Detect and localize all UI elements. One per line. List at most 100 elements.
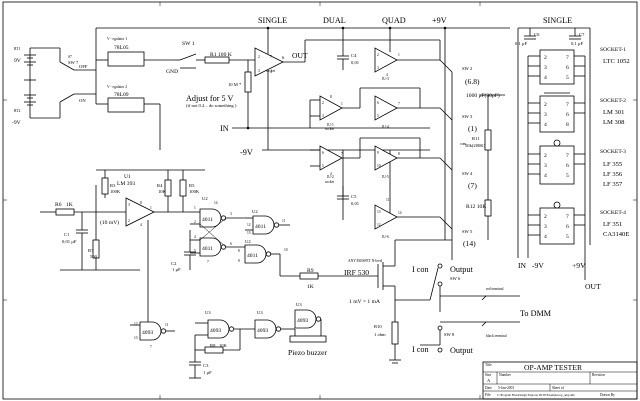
sw6-label: SW 6 bbox=[450, 276, 461, 281]
quad-d-ref: IU-6 bbox=[382, 235, 389, 239]
revision-label: Revision bbox=[592, 373, 605, 377]
number-label: Number bbox=[499, 373, 512, 377]
svg-text:14: 14 bbox=[398, 211, 402, 215]
svg-text:3: 3 bbox=[544, 112, 547, 118]
svg-text:11: 11 bbox=[386, 198, 390, 202]
red-terminal-label: red terminal bbox=[486, 287, 503, 291]
svg-text:11: 11 bbox=[282, 219, 286, 223]
r3-value: 100K bbox=[110, 189, 121, 194]
regulator-78l09: V - egulator 2 78L09 bbox=[95, 28, 161, 150]
svg-text:2: 2 bbox=[377, 53, 379, 57]
gnd-label: GND bbox=[166, 69, 178, 75]
minus9v-bus: -9V bbox=[240, 148, 430, 220]
svg-text:11: 11 bbox=[165, 323, 169, 327]
sw-com-label: com bbox=[460, 142, 466, 146]
svg-text:7: 7 bbox=[341, 152, 343, 156]
sw7-off-label: OFF bbox=[79, 64, 88, 69]
single-right-heading: SINGLE bbox=[543, 16, 572, 25]
svg-text:12: 12 bbox=[377, 223, 381, 227]
r10-value: 1 ohm bbox=[374, 332, 386, 337]
svg-text:13: 13 bbox=[134, 336, 138, 340]
socket2-part-2: LM 308 bbox=[603, 119, 625, 126]
svg-text:2: 2 bbox=[544, 153, 547, 159]
comparator-u1: 32 84 1 U1 LM 393 bbox=[117, 174, 190, 227]
c1-label: C1 bbox=[64, 232, 70, 237]
plus9v-bus bbox=[96, 26, 510, 240]
svg-text:4: 4 bbox=[386, 73, 388, 77]
svg-text:4: 4 bbox=[544, 173, 547, 179]
r5-label: R5 bbox=[189, 183, 195, 188]
svg-text:4: 4 bbox=[330, 172, 332, 176]
svg-text:8: 8 bbox=[238, 249, 240, 253]
reg1-ref: V - egulator 1 bbox=[107, 37, 127, 41]
capacitor-c5: C5 0,01 bbox=[337, 186, 360, 207]
title-block: Title OP-AMP TESTER Size A Number Revisi… bbox=[482, 361, 638, 400]
to-dmm-label: To DMM bbox=[520, 309, 552, 318]
quad-heading: QUAD bbox=[382, 16, 406, 25]
socket2-part-1: LM 301 bbox=[603, 109, 624, 116]
socket-out-label: OUT bbox=[585, 282, 601, 291]
c2-label: C2 bbox=[171, 261, 177, 266]
sw5-label: SW 5 bbox=[462, 229, 473, 234]
socket-2: 234 768 SOCKET-2 LM 301 LM 308 bbox=[528, 92, 626, 133]
quad-opamp-c: 910 8 IU-5 bbox=[374, 145, 420, 179]
svg-text:1: 1 bbox=[194, 206, 196, 210]
switch-sw1: SW 1 GND bbox=[166, 41, 197, 75]
title-text: OP-AMP TESTER bbox=[524, 363, 583, 372]
date-label: Date bbox=[485, 386, 492, 390]
bt1-label: BT1 bbox=[14, 47, 21, 51]
svg-text:7: 7 bbox=[566, 55, 569, 61]
socket2-label: SOCKET-2 bbox=[600, 98, 626, 104]
socket-minus9v-label: -9V bbox=[532, 261, 544, 270]
socket-in-label: IN bbox=[518, 261, 527, 270]
decoupling-caps: C6 0,1 µF C7 0,1 µF bbox=[515, 27, 591, 245]
svg-text:1: 1 bbox=[341, 102, 343, 106]
socket3-part-1: LF 355 bbox=[603, 161, 623, 168]
capacitor-c2: C2 1 µF bbox=[171, 230, 196, 272]
opamp-single-socket: 23 74 6 socket OUT bbox=[254, 44, 308, 150]
svg-text:4011: 4011 bbox=[255, 224, 266, 230]
svg-text:3: 3 bbox=[128, 203, 130, 207]
c6-label: C6 bbox=[534, 32, 540, 37]
bt2-label: BT2 bbox=[14, 109, 21, 113]
socket1-part: LTC 1052 bbox=[603, 58, 630, 65]
r6-label: R6 bbox=[55, 202, 62, 208]
title-label: Title bbox=[485, 363, 492, 367]
r5-value: 100K bbox=[189, 189, 200, 194]
sw4-label: SW 4 bbox=[462, 171, 473, 176]
zone-ticks bbox=[3, 2, 637, 399]
svg-text:8: 8 bbox=[330, 95, 332, 99]
r9-value: 1K bbox=[307, 284, 314, 290]
resistor-10m: 10 M * bbox=[228, 60, 252, 128]
output-label-1: Output bbox=[450, 265, 473, 274]
power-switch-sw7: S7 SW 7 OFF ON bbox=[30, 47, 96, 119]
svg-text:3: 3 bbox=[377, 66, 379, 70]
c3-label: C3 bbox=[203, 363, 209, 368]
dual-a-tag: socket bbox=[325, 127, 334, 131]
r7-label: R7 bbox=[88, 248, 94, 253]
svg-text:4011: 4011 bbox=[202, 246, 213, 252]
bt1-voltage: 9V bbox=[14, 58, 21, 64]
svg-text:4: 4 bbox=[544, 234, 547, 240]
r9-label: R9 bbox=[307, 268, 314, 274]
cap-1000pf: 1000 pF(30pF) bbox=[466, 92, 500, 99]
sw4-position: (7) bbox=[468, 181, 477, 190]
schmitt-gate-u3b: 4093 U3 bbox=[254, 310, 295, 339]
r10-label: R10 bbox=[374, 324, 382, 329]
svg-text:4: 4 bbox=[544, 122, 547, 128]
rc-timing: R8 10K C3 1 µF bbox=[189, 329, 241, 379]
r1-label: R1 bbox=[210, 52, 217, 58]
svg-text:7: 7 bbox=[150, 345, 152, 349]
svg-text:2: 2 bbox=[322, 101, 324, 105]
adjust-note: Adjust for 5 V bbox=[186, 94, 233, 103]
plus9v-heading: +9V bbox=[432, 16, 447, 25]
svg-text:8: 8 bbox=[398, 152, 400, 156]
sw5-position: (14) bbox=[463, 239, 476, 248]
sw2-label: SW 2 bbox=[462, 66, 473, 71]
u2d-ref: U2 bbox=[252, 209, 258, 214]
c4-label: C4 bbox=[351, 53, 357, 58]
quad-opamp-b: 65 7 IU-4 bbox=[374, 95, 420, 129]
sw3-label: SW 3 bbox=[462, 114, 473, 119]
